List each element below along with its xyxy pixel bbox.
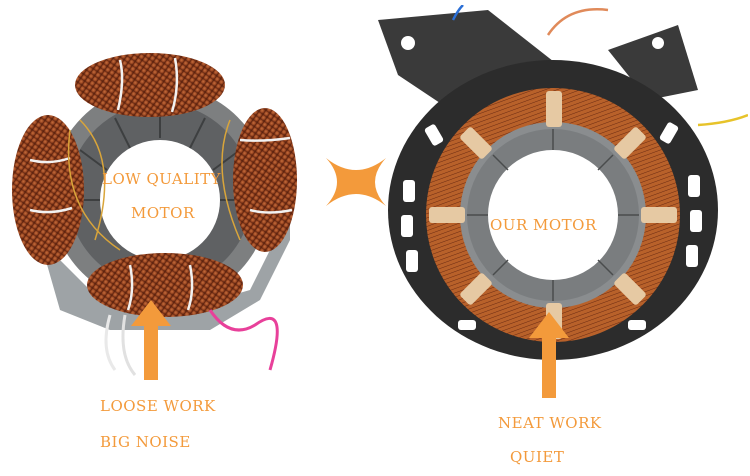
left-title-line2: MOTOR [131,204,195,222]
arrow-up-icon [529,312,569,398]
stator-bore [488,150,618,280]
left-caption-line1: LOOSE WORK [100,397,216,415]
right-caption-line2: QUIET [510,448,565,466]
coil-left [12,115,84,265]
our-motor-photo [378,5,748,360]
right-caption-line1: NEAT WORK [498,414,602,432]
divider-shape [326,158,386,206]
coil-top [75,53,225,117]
right-title: OUR MOTOR [490,216,597,234]
stator-bore [100,140,220,260]
left-caption-line2: BIG NOISE [100,433,191,451]
mounting-bracket [378,10,558,115]
coil-right [233,108,297,252]
arrow-up-icon [131,300,171,380]
lead-wire-pink [208,309,279,371]
coil-bottom [87,253,243,317]
left-title-line1: LOW QUALITY [102,170,222,188]
low-quality-motor-photo [12,53,297,376]
